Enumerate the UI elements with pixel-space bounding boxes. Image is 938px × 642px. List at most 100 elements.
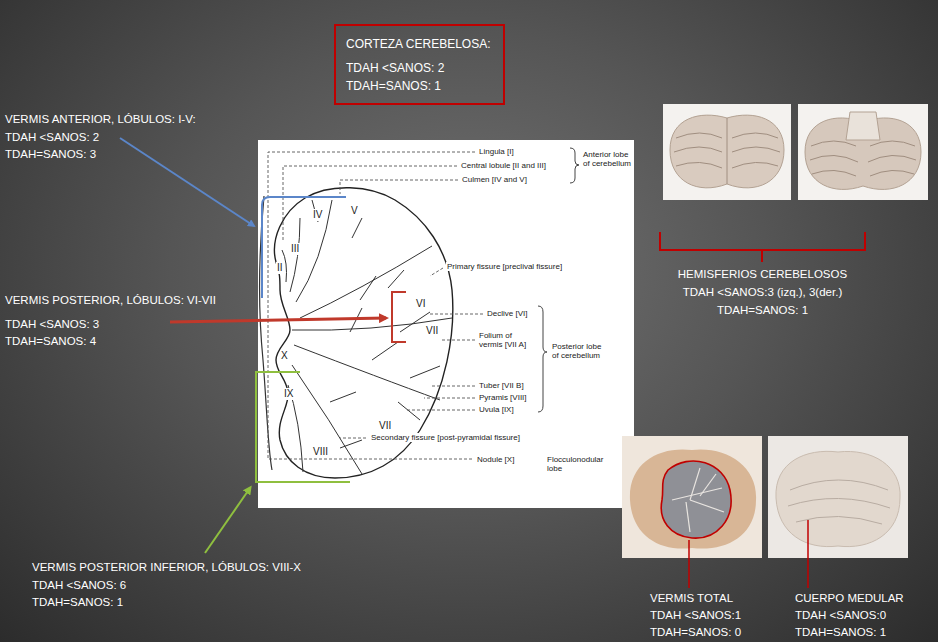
cerebellum-illustration-part-part: [283, 166, 457, 240]
hemisphere-photo-part-part: [811, 141, 856, 146]
cerebellum-illustration-part-part: [398, 402, 420, 420]
slide-label: TDAH <SANOS: 2: [5, 131, 99, 144]
slide-label: TDAH=SANOS: 4: [5, 335, 96, 348]
slide-label: CUERPO MEDULAR: [795, 592, 904, 605]
cerebellum-illustration-part: [268, 152, 483, 459]
hemisphere-photo-part-part: [727, 118, 728, 184]
vermis-photo-part-part: [686, 502, 690, 532]
cerebellum-illustration-part-part: [330, 392, 356, 402]
hemisphere-photo-part-part: [732, 133, 778, 138]
hemisphere-bracket-part: [660, 232, 865, 250]
hemisphere-photo-part-part: [732, 162, 778, 168]
hemisphere-photo-part: [798, 104, 928, 200]
figure-label: Central lobule [II and III]: [460, 161, 547, 170]
vermis-photo-part: [622, 436, 762, 558]
vermis-photo-part: [672, 468, 724, 532]
medullary-photo-part: [788, 480, 890, 524]
slide-label: VERMIS POSTERIOR, LÓBULOS: VI-VII: [5, 294, 216, 307]
cerebellum-illustration-part-part: [424, 398, 475, 399]
cerebellum-illustration-part-part: [372, 342, 398, 360]
cerebellum-illustration-part-part: [296, 200, 332, 302]
cerebellum-illustration-part-part: [410, 366, 440, 378]
hemisphere-photo-part-part: [812, 170, 856, 176]
hemisphere-photo-part-part: [674, 147, 722, 152]
cerebellum-illustration-part-part: [360, 276, 376, 300]
slide-label: TDAH <SANOS:1: [650, 609, 741, 622]
hemisphere-photo-part-part: [870, 141, 915, 146]
hemisphere-photo-part: [674, 118, 780, 184]
medullary-photo-part-part: [788, 498, 890, 508]
figure-label: Nodule [X]: [476, 455, 515, 464]
hemisphere-photo-part-part: [868, 155, 916, 162]
figure-label: Posterior lobe of cerebellum: [551, 342, 609, 360]
figure-label: Declive [VI]: [486, 309, 528, 318]
hemisphere-photo-part: [810, 141, 916, 176]
cerebellum-illustration-part-part: [340, 180, 458, 194]
lobule-numeral: II: [276, 262, 284, 274]
slide-label: TDAH=SANOS: 3: [5, 148, 96, 161]
photo-pointer: [689, 520, 808, 588]
cerebellum-illustration-part-part: [352, 218, 362, 238]
slide-label: TDAH <SANOS: 6: [32, 579, 126, 592]
slide-label: TDAH <SANOS:3 (izq.), 3(der.): [660, 286, 865, 299]
cerebellum-illustration-part-part: [406, 410, 475, 411]
vermis-photo-part-part: [700, 474, 716, 496]
slide-label: HEMISFERIOS CEREBELOSOS: [660, 268, 865, 281]
cerebellum-illustration: [258, 140, 634, 508]
cerebellum-illustration-part-part: [432, 386, 475, 387]
slide-label: TDAH=SANOS: 0: [650, 626, 741, 639]
figure-label: Flocculonodular lobe: [546, 455, 608, 473]
lobule-numeral: IX: [283, 388, 294, 400]
vermis-photo: [622, 436, 762, 558]
box-text: TDAH=SANOS: 1: [346, 79, 441, 95]
figure-label: Anterior lobe of cerebellum: [582, 150, 634, 168]
hemisphere-photo-part: [663, 104, 791, 200]
lobule-numeral: VII: [425, 325, 439, 337]
lobule-numeral: VIII: [312, 446, 329, 458]
vermis-photo-part: [661, 461, 731, 538]
hemisphere-photo: [663, 104, 928, 200]
lobule-numeral: III: [290, 243, 300, 255]
hemisphere-photo-part-part: [732, 147, 780, 152]
lobule-numeral: V: [350, 205, 359, 217]
green-leader-part: [205, 488, 250, 553]
red-leader-part: [170, 318, 386, 322]
lobule-numeral: VI: [415, 298, 426, 310]
figure-label: Primary fissure [preclival fissure]: [446, 262, 563, 271]
slide-label: TDAH=SANOS: 1: [795, 626, 886, 639]
figure-label: Pyramis [VIII]: [478, 393, 528, 402]
red-leader-part: [392, 292, 406, 342]
figure-label: Lingula [I]: [478, 147, 515, 156]
slide-label: VERMIS POSTERIOR INFERIOR, LÓBULOS: VIII…: [32, 561, 301, 574]
cerebellum-illustration-part-part: [430, 268, 443, 276]
green-leader: [205, 372, 350, 553]
slide-label: TDAH <SANOS:0: [795, 609, 886, 622]
figure-label: Folium of vermis [VII A]: [478, 331, 538, 349]
green-leader-part: [256, 372, 350, 482]
hemisphere-photo-part: [846, 112, 880, 140]
medullary-photo-part: [768, 436, 908, 558]
photo-pointer-part: [688, 540, 690, 588]
vermis-photo-part-part: [672, 488, 722, 500]
blue-leader: [120, 138, 346, 298]
cerebellum-illustration-part-part: [340, 440, 362, 448]
cerebellum-illustration-part-part: [388, 270, 404, 288]
cerebellum-illustration-part-part: [300, 246, 432, 318]
box-heading: CORTEZA CEREBELOSA:: [346, 37, 491, 53]
hemisphere-bracket-part: [761, 250, 763, 262]
cerebellum-illustration-part-part: [268, 152, 475, 459]
hemisphere-bracket: [660, 232, 865, 262]
slide-label: VERMIS ANTERIOR, LÓBULOS: I-V:: [5, 113, 196, 126]
hemisphere-photo-part-part: [676, 133, 722, 138]
vermis-photo-part: [630, 449, 756, 548]
cerebellum-illustration-part-part: [294, 345, 440, 400]
cerebellum-illustration-part-part: [538, 306, 547, 412]
cerebellum-illustration-part-part: [430, 314, 483, 315]
cerebellum-illustration-part-part: [292, 365, 362, 474]
figure-label: Uvula [IX]: [478, 405, 515, 414]
figure-label: Secondary fissure [post-pyramidal fissur…: [370, 433, 521, 442]
blue-leader-part: [262, 197, 346, 298]
blue-leader-part: [120, 138, 254, 226]
